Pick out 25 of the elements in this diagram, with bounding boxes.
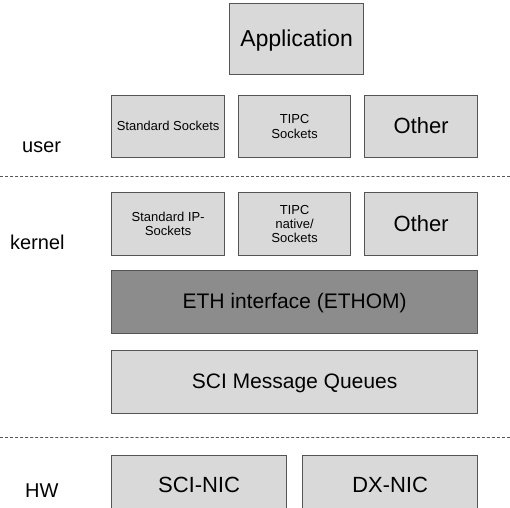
layer-label: DX-NIC — [352, 472, 428, 498]
level-label: user — [22, 135, 61, 158]
level-label: HW — [25, 480, 58, 503]
layer-label: TIPC Sockets — [270, 112, 319, 141]
layer-box — [364, 95, 478, 158]
layer-label: TIPC native/ Sockets — [270, 202, 319, 246]
layer-box — [238, 192, 351, 256]
layer-label: SCI Message Queues — [192, 370, 398, 394]
layer-label: Standard IP-Sockets — [130, 210, 206, 238]
layer-label: ETH interface (ETHOM) — [182, 290, 407, 314]
layer-box — [111, 350, 478, 414]
layer-box — [111, 95, 225, 158]
layer-box — [111, 192, 225, 256]
layer-box — [302, 455, 478, 508]
level-label: kernel — [10, 232, 64, 255]
layer-box — [111, 455, 287, 508]
layer-label: Application — [240, 26, 353, 52]
layer-label: Other — [393, 212, 449, 236]
layer-label: Other — [393, 114, 449, 139]
layer-box — [238, 95, 351, 158]
layer-box — [364, 192, 478, 256]
layer-box — [111, 270, 478, 334]
layer-label: Standard Sockets — [116, 119, 220, 134]
layer-label: SCI-NIC — [158, 472, 240, 498]
layer-box — [229, 3, 364, 75]
